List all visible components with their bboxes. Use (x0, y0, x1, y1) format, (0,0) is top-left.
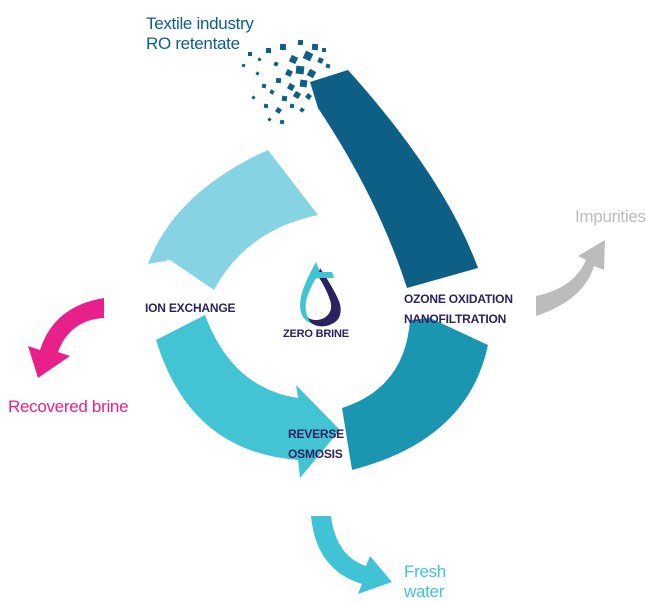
particle (241, 63, 246, 68)
particle (251, 95, 256, 100)
particle (248, 52, 252, 56)
particle (257, 57, 262, 62)
particle (321, 47, 327, 53)
particle (269, 89, 275, 95)
particle (275, 77, 282, 84)
fresh-water-line2: water (404, 581, 445, 601)
particle (302, 50, 314, 62)
step-ozone-line1: OZONE OXIDATION (404, 292, 513, 306)
particle (279, 119, 285, 125)
input-band (310, 70, 478, 288)
step-ro-line1: REVERSE (288, 427, 344, 441)
center-label: ZERO BRINE (283, 328, 349, 340)
particle (292, 90, 302, 100)
particle (281, 95, 288, 102)
step-ozone-line2: NANOFILTRATION (404, 311, 507, 326)
stage-segment-top-left (148, 150, 318, 290)
fresh-water-label: Fresh water (404, 562, 446, 601)
particle (297, 39, 304, 46)
particle (286, 82, 296, 92)
droplet-icon (300, 262, 341, 327)
particle (267, 117, 272, 122)
particle (299, 107, 305, 113)
impurities-arrow (536, 240, 605, 316)
particle (279, 43, 287, 51)
step-ro-line2: OSMOSIS (288, 446, 343, 461)
particle (273, 61, 279, 67)
particle (295, 65, 305, 75)
particle (325, 63, 331, 69)
stage-segment-bottom-left (156, 315, 340, 478)
particle (304, 92, 313, 101)
impurities-label: Impurities (575, 207, 646, 226)
recovered-brine-label: Recovered brine (8, 397, 129, 416)
step-ozone-nanofiltration: OZONE OXIDATION NANOFILTRATION (404, 292, 513, 327)
fresh-water-line1: Fresh (404, 562, 446, 581)
fresh-water-arrow (311, 516, 392, 594)
recovered-brine-arrow (28, 298, 104, 378)
particle (265, 47, 272, 54)
particle (311, 43, 319, 51)
particle (317, 57, 324, 64)
particle (275, 107, 282, 114)
step-reverse-osmosis: REVERSE OSMOSIS (288, 427, 344, 462)
particle (288, 54, 299, 65)
stage-segment-bottom-right (342, 318, 488, 470)
input-label: Textile industry RO retentate (146, 14, 254, 53)
particle (289, 103, 295, 109)
particle (284, 68, 294, 78)
input-label-line2: RO retentate (146, 33, 240, 53)
input-label-line1: Textile industry (146, 14, 254, 33)
particle (255, 71, 260, 76)
particle (263, 103, 269, 109)
step-ion-exchange: ION EXCHANGE (145, 301, 236, 315)
particle (261, 83, 267, 89)
particle (299, 79, 308, 88)
particle (306, 68, 317, 79)
